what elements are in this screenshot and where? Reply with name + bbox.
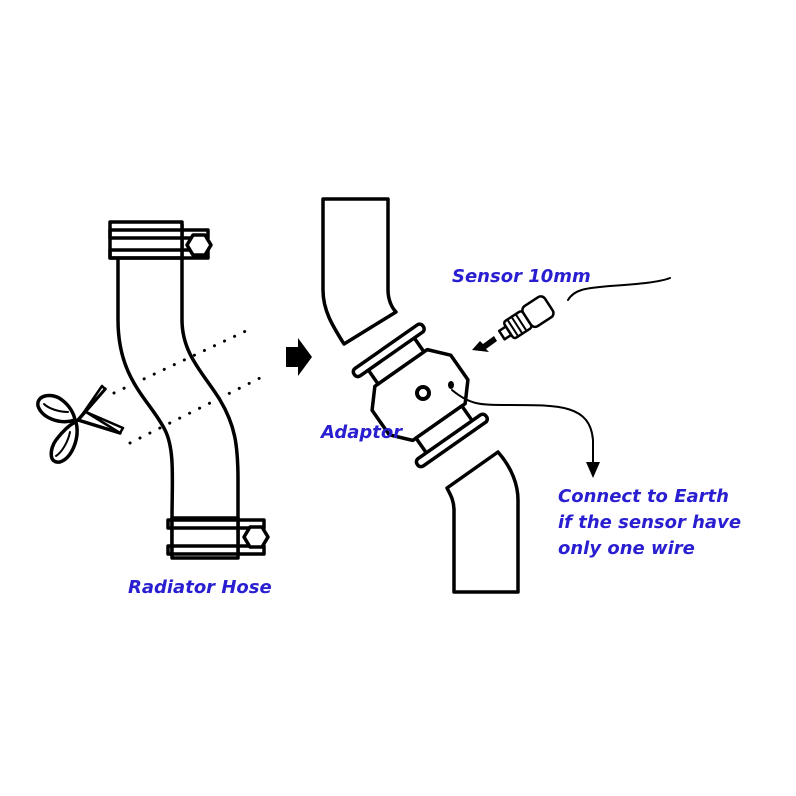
down-arrow-icon xyxy=(586,462,600,478)
hose-body xyxy=(116,223,240,557)
adaptor-label: Adaptor xyxy=(321,422,403,443)
earth-note-line2: if the sensor have xyxy=(558,512,742,533)
sensor-wire xyxy=(567,277,671,301)
right-arrow-icon xyxy=(286,338,312,376)
radiator-hose-label: Radiator Hose xyxy=(128,577,272,598)
sensor xyxy=(497,295,555,341)
lower-hose-piece xyxy=(445,450,520,594)
earth-note-line1: Connect to Earth xyxy=(558,486,729,507)
top-clamp-bolt-icon xyxy=(185,233,213,257)
radiator-hose xyxy=(108,220,270,560)
bottom-hose-clamp xyxy=(166,516,270,560)
adaptor-port xyxy=(415,385,431,401)
scissors-icon xyxy=(36,384,125,464)
adaptor-earth-tab xyxy=(448,381,454,389)
insert-arrow-icon xyxy=(472,336,497,352)
earth-wire xyxy=(451,389,594,471)
cut-line-upper xyxy=(112,328,250,395)
sensor-label: Sensor 10mm xyxy=(452,266,591,287)
bottom-clamp-bolt-icon xyxy=(242,525,270,549)
earth-note-line3: only one wire xyxy=(558,538,695,559)
upper-hose-piece xyxy=(321,197,398,346)
top-hose-clamp xyxy=(108,220,213,260)
